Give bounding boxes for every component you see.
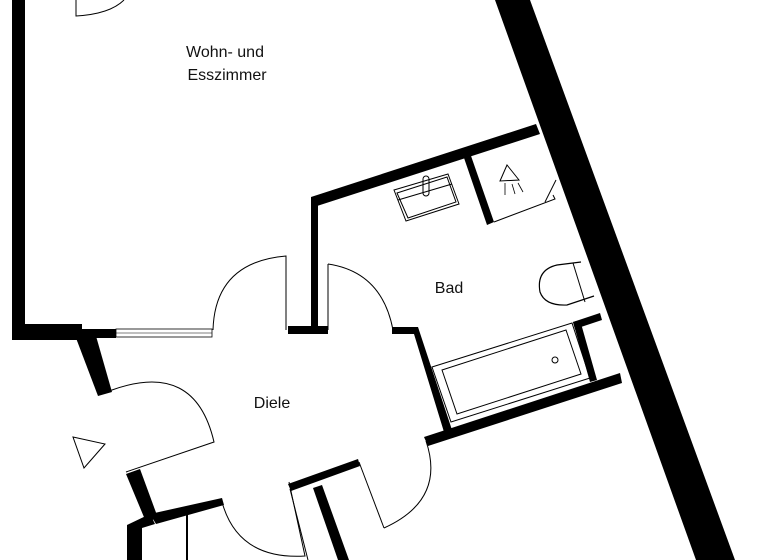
room-label-wohn-1: Wohn- und bbox=[186, 44, 264, 61]
door-living-swing bbox=[212, 255, 287, 331]
room-label-diele: Diele bbox=[254, 395, 291, 412]
wall-living-left bbox=[12, 0, 25, 340]
room-label-bad: Bad bbox=[435, 280, 463, 297]
door-lower-center-swing bbox=[221, 481, 306, 557]
wall-bath-bottom bbox=[424, 373, 622, 446]
shower-fixture bbox=[493, 164, 557, 223]
wall-lower-left bbox=[127, 514, 155, 560]
wall-bath-lower-left bbox=[392, 327, 452, 432]
door-bad-swing bbox=[327, 263, 394, 331]
wall-entry-upper bbox=[76, 336, 112, 396]
entry-door-swing bbox=[99, 381, 215, 473]
wall-living-bottom bbox=[12, 324, 82, 340]
wall-lower-horiz bbox=[150, 498, 224, 524]
wall-lower-middle bbox=[288, 459, 360, 491]
door-top-swing bbox=[75, 0, 125, 17]
wall-living-bottom-2 bbox=[80, 329, 116, 338]
wall-diele-stub bbox=[288, 326, 328, 334]
wall-shower-left bbox=[463, 153, 494, 225]
wall-lower-middle-stem bbox=[313, 485, 349, 560]
room-label-wohn-2: Esszimmer bbox=[187, 67, 267, 84]
toilet-fixture bbox=[538, 261, 595, 306]
wall-bath-top bbox=[311, 124, 540, 206]
wall-entry-lower bbox=[126, 469, 158, 522]
wall-bath-left bbox=[311, 197, 318, 331]
bathtub-fixture bbox=[431, 322, 591, 423]
exterior-wall-right bbox=[495, 0, 735, 560]
door-right-swing bbox=[383, 440, 432, 529]
wall-bathtub-right bbox=[573, 320, 597, 382]
sink-fixture bbox=[393, 173, 460, 222]
entrance-arrow-icon bbox=[72, 436, 106, 469]
